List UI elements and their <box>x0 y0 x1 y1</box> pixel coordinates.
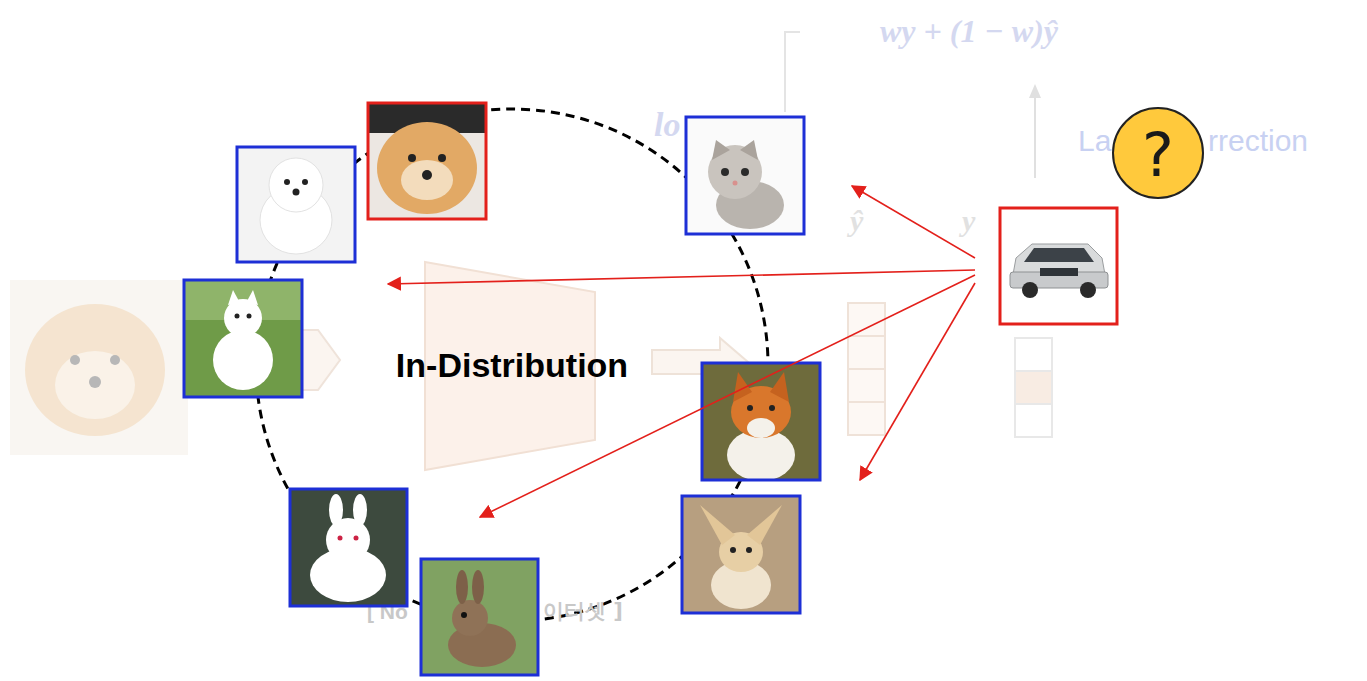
red-arrow <box>480 275 975 517</box>
samoyed-photo <box>184 280 302 397</box>
cat-photo <box>686 117 804 234</box>
pomeranian-photo <box>368 103 486 219</box>
red-arrow <box>388 270 975 284</box>
faded-prediction-bar <box>848 303 885 435</box>
faded-prediction-symbol: ŷ <box>850 204 863 237</box>
node-text: In-Distribution <box>396 348 628 382</box>
red-arrow <box>860 283 975 480</box>
faded-bracket <box>785 32 800 112</box>
faded-title-fragment: rrection <box>1208 124 1308 157</box>
question-badge: ? <box>1111 106 1205 200</box>
faded-label-bar <box>1015 338 1052 437</box>
dog-photo <box>237 147 355 262</box>
faded-dataset-fragment: 이터셋 ] <box>543 600 623 623</box>
faded-up-arrow <box>1034 96 1036 178</box>
node-text: ? <box>1142 125 1174 185</box>
faded-loss-fragment: lo <box>654 106 680 143</box>
faded-label-symbol: y <box>962 204 975 237</box>
faded-title-fragment: La <box>1078 124 1111 157</box>
faded-formula: wy + (1 − w)ŷ <box>880 14 1058 49</box>
faded-input-photo <box>10 280 188 455</box>
fennec-photo <box>682 496 800 613</box>
bunny-photo <box>290 489 407 606</box>
fox-photo <box>702 363 820 481</box>
faded-chevron <box>300 330 340 390</box>
red-arrow <box>852 186 975 258</box>
faded-up-arrowhead <box>1029 84 1041 98</box>
car-photo <box>1000 208 1117 324</box>
rabbit-photo <box>421 559 538 675</box>
